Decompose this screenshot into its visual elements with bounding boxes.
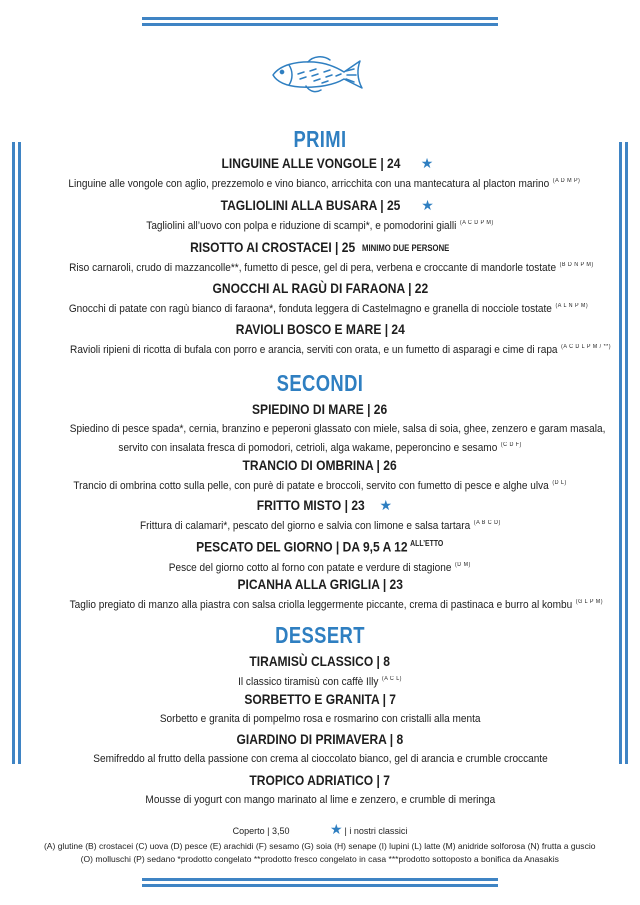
item-description: Mousse di yogurt con mango marinato al l… xyxy=(145,794,495,806)
menu-item: TROPICO ADRIATICO | 7 Mousse di yogurt c… xyxy=(40,771,600,808)
item-description: servito con insalata fresca di pomodori,… xyxy=(118,442,522,454)
allergen-codes: (A C L) xyxy=(381,676,402,682)
section-primi: PRIMI xyxy=(40,126,600,152)
star-icon: ★ xyxy=(420,155,434,171)
legend-line: (O) molluschi (P) sedano *prodotto conge… xyxy=(80,854,560,864)
item-title: GIARDINO DI PRIMAVERA | 8 xyxy=(236,731,404,747)
menu-item: TAGLIOLINI ALLA BUSARA | 25 ★ Tagliolini … xyxy=(40,196,600,234)
item-description: Il classico tiramisù con caffè Illy(A C … xyxy=(238,676,402,688)
menu-item: SORBETTO E GRANITA | 7 Sorbetto e granit… xyxy=(40,690,600,727)
section-dessert: DESSERT xyxy=(40,622,600,648)
item-description: Pesce del giorno cotto al forno con pata… xyxy=(168,561,472,574)
menu-item: RAVIOLI BOSCO E MARE | 24 Ravioli ripien… xyxy=(40,320,610,358)
allergen-codes: (D M) xyxy=(455,561,472,568)
menu-item: PICANHA ALLA GRIGLIA | 23 Taglio pregiat… xyxy=(40,575,603,613)
menu-item: TRANCIO DI OMBRINA | 26 Trancio di ombri… xyxy=(40,456,600,494)
footer-row: Coperto | 3,50 ★| i nostri classici xyxy=(40,821,600,839)
item-title: TAGLIOLINI ALLA BUSARA | 25 xyxy=(220,197,401,213)
allergen-codes: (A L N P M) xyxy=(555,303,589,309)
item-description: Riso carnaroli, crudo di mazzancolle**, … xyxy=(69,262,594,274)
frame-top-line-2 xyxy=(142,23,498,26)
item-title: RAVIOLI BOSCO E MARE | 24 xyxy=(235,321,405,337)
item-title: TIRAMISÙ CLASSICO | 8 xyxy=(249,653,391,669)
item-title: LINGUINE ALLE VONGOLE | 24 xyxy=(221,155,401,171)
coperto-price: Coperto | 3,50 xyxy=(232,826,290,836)
item-title: PICANHA ALLA GRIGLIA | 23 xyxy=(237,576,403,592)
menu-item: SPIEDINO DI MARE | 26 Spiedino di pesce … xyxy=(40,400,606,456)
menu-item: TIRAMISÙ CLASSICO | 8 Il classico tirami… xyxy=(40,652,600,690)
menu-item: GNOCCHI AL RAGÙ DI FARAONA | 22 Gnocchi … xyxy=(40,279,600,317)
section-title: SECONDI xyxy=(276,370,364,396)
frame-bottom-line-2 xyxy=(142,884,498,887)
menu-item: LINGUINE ALLE VONGOLE | 24 ★ Linguine all… xyxy=(40,154,600,192)
item-description: Gnocchi di patate con ragù bianco di far… xyxy=(68,303,589,315)
item-description: Tagliolini all’uovo con polpa e riduzion… xyxy=(146,220,494,232)
item-note: MINIMO DUE PERSONE xyxy=(362,243,450,253)
allergen-codes: (G L P M) xyxy=(575,599,603,605)
allergen-codes: (A D M P) xyxy=(552,178,581,184)
frame-right-line-2 xyxy=(625,142,628,764)
allergen-codes: (B D N P M) xyxy=(559,262,594,268)
menu-item: FRITTO MISTO | 23 ★ Frittura di calamari*… xyxy=(40,496,600,534)
item-title: TROPICO ADRIATICO | 7 xyxy=(249,772,391,788)
fish-icon xyxy=(272,56,363,93)
star-icon: ★ xyxy=(329,821,343,837)
item-description: Ravioli ripieni di ricotta di bufala con… xyxy=(70,344,611,356)
section-title: DESSERT xyxy=(275,622,365,648)
item-description: Linguine alle vongole con aglio, prezzem… xyxy=(68,178,581,190)
frame-left-line-1 xyxy=(12,142,15,764)
star-icon: ★ xyxy=(421,197,434,213)
item-title: GNOCCHI AL RAGÙ DI FARAONA | 22 xyxy=(212,280,428,296)
item-title: SPIEDINO DI MARE | 26 xyxy=(252,401,388,417)
frame-top-line-1 xyxy=(142,17,498,20)
legend-line: (A) glutine (B) crostacei (C) uova (D) p… xyxy=(44,841,596,851)
star-icon: ★ xyxy=(379,497,393,513)
item-description: Sorbetto e granita di pompelmo rosa e ro… xyxy=(159,713,481,725)
item-note: ALL’ETTO xyxy=(410,539,444,548)
allergen-codes: (A C D P M) xyxy=(460,220,494,226)
menu-item: GIARDINO DI PRIMAVERA | 8 Semifreddo al … xyxy=(40,730,600,767)
frame-bottom-line-1 xyxy=(142,878,498,881)
frame-right-line-1 xyxy=(619,142,622,764)
item-description: Spiedino di pesce spada*, cernia, branzi… xyxy=(69,423,606,435)
item-description: Semifreddo al frutto della passione con … xyxy=(92,753,548,765)
item-title: TRANCIO DI OMBRINA | 26 xyxy=(242,457,398,473)
item-title: SORBETTO E GRANITA | 7 xyxy=(244,691,396,707)
item-description: Frittura di calamari*, pescato del giorn… xyxy=(139,520,501,532)
item-description: Taglio pregiato di manzo alla piastra co… xyxy=(69,599,603,611)
allergen-codes: (A C D L P M / **) xyxy=(561,344,611,350)
section-title: PRIMI xyxy=(293,126,347,152)
item-title: FRITTO MISTO | 23 xyxy=(256,497,365,513)
section-secondi: SECONDI xyxy=(40,370,600,396)
allergen-codes: (C D F) xyxy=(500,442,522,448)
allergen-legend: (A) glutine (B) crostacei (C) uova (D) p… xyxy=(40,840,600,866)
allergen-codes: (A B C D) xyxy=(473,520,501,526)
item-description: Trancio di ombrina cotto sulla pelle, co… xyxy=(73,480,567,492)
frame-left-line-2 xyxy=(18,142,21,764)
classics-legend: | i nostri classici xyxy=(344,826,408,836)
allergen-codes: (D L) xyxy=(552,480,567,486)
